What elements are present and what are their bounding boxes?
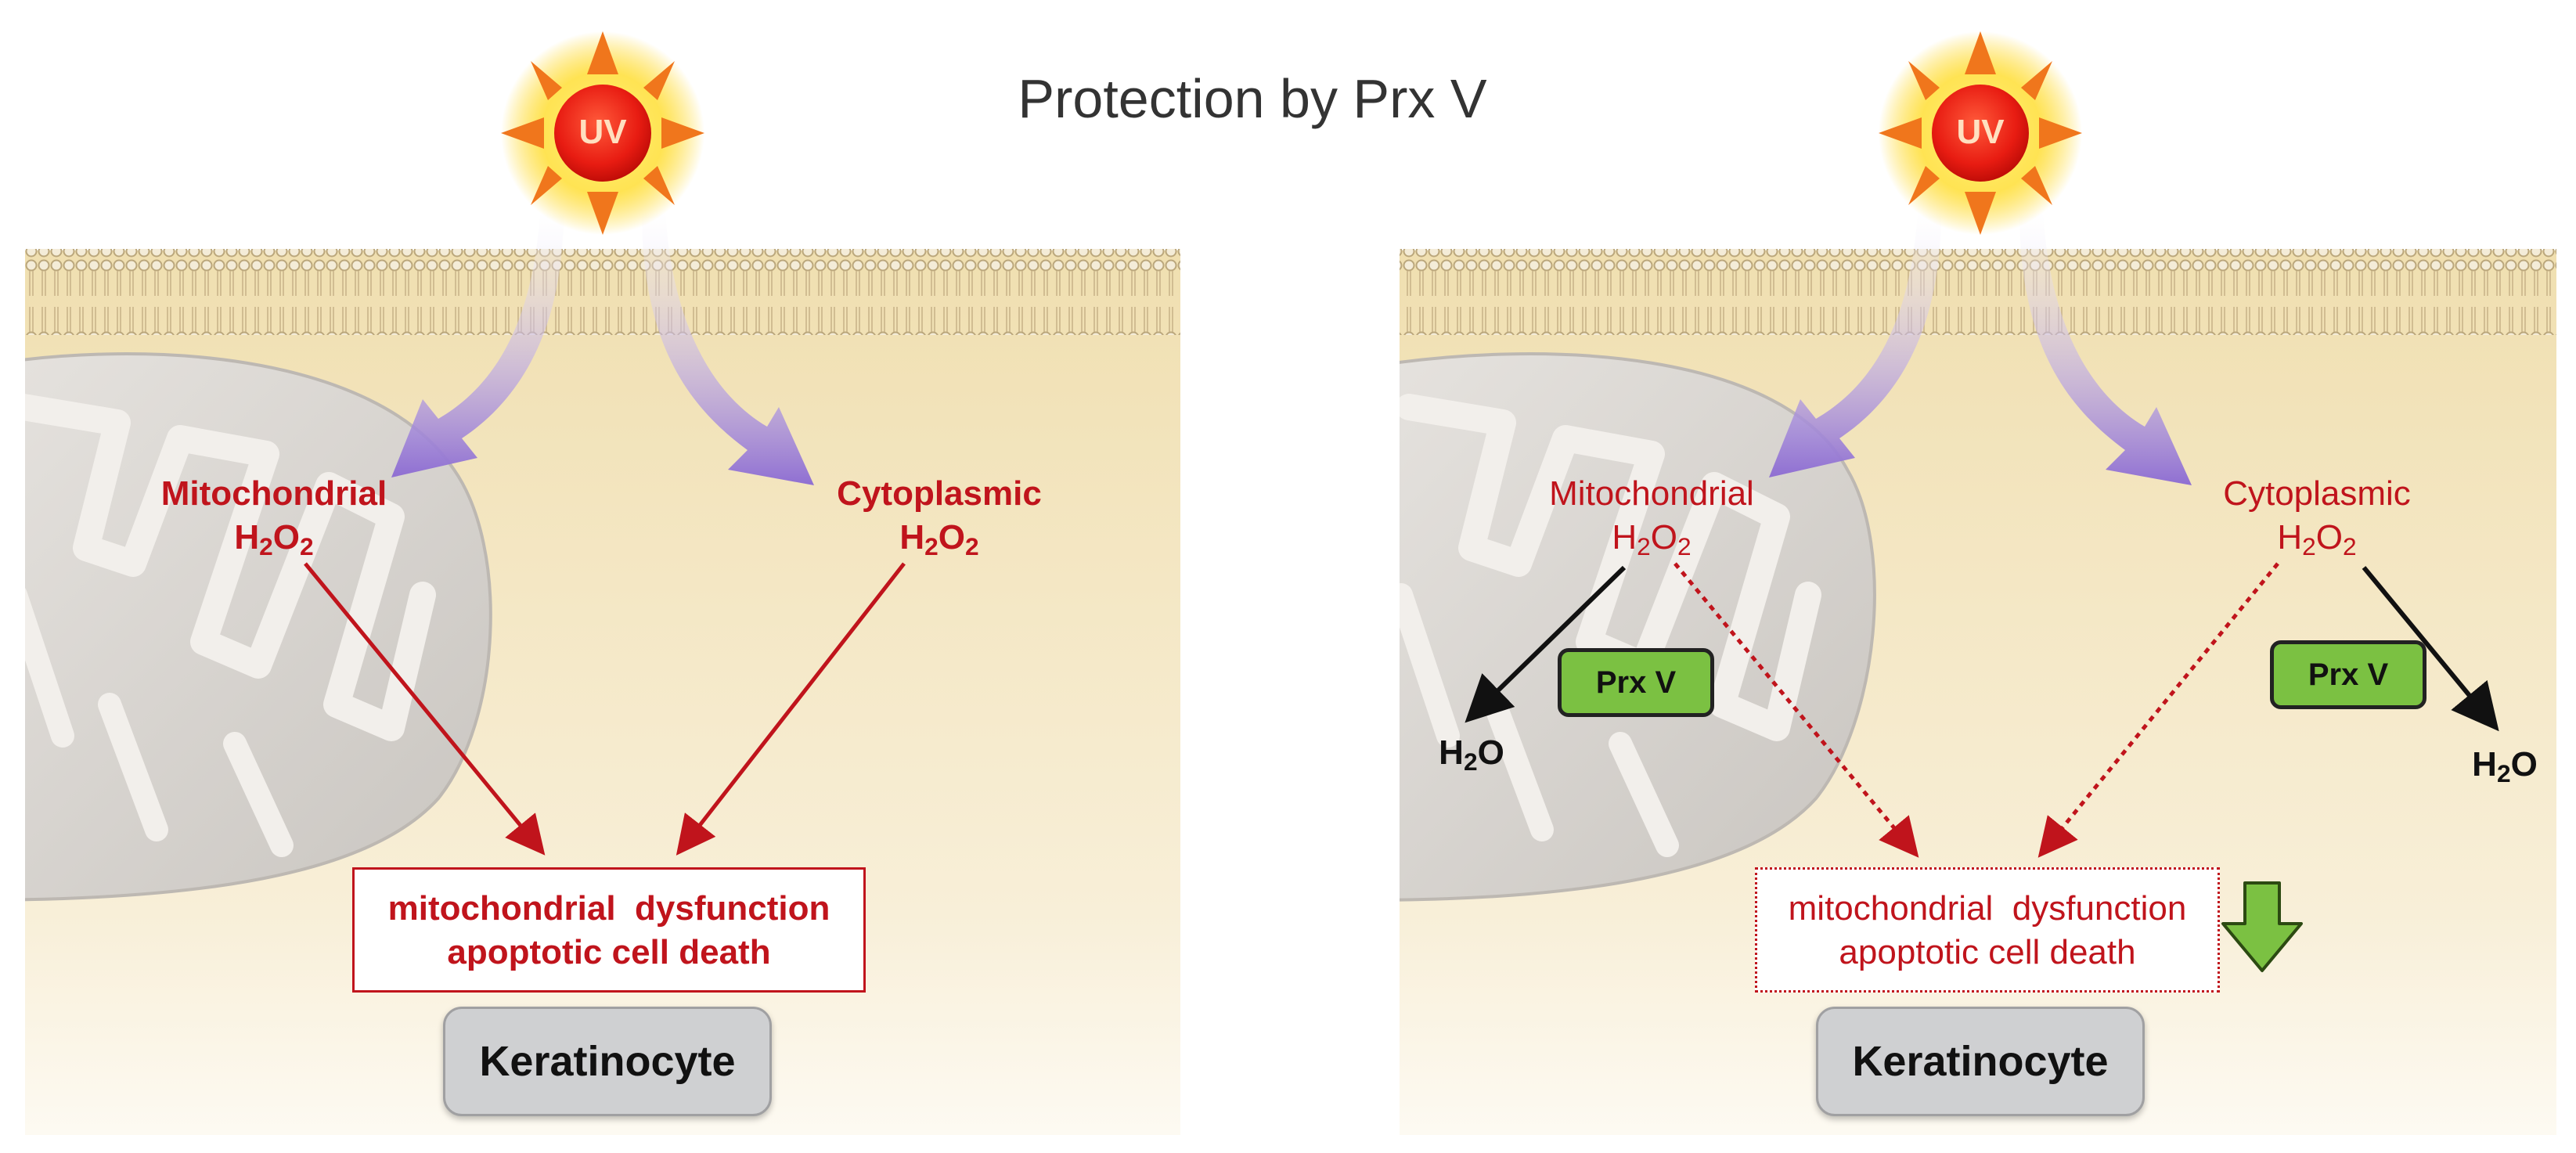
right-cyto-label: Cytoplasmic: [2223, 474, 2411, 513]
left-outcome-line2: apoptotic cell death: [447, 933, 771, 971]
left-cyto-species: H2O2: [899, 518, 979, 560]
left-mitochondrion: [25, 352, 492, 902]
left-mito-species: H2O2: [234, 518, 314, 560]
figure-title: Protection by Prx V: [1018, 68, 1487, 129]
left-mito-label: Mitochondrial: [160, 474, 387, 513]
left-uv-label: UV: [578, 113, 627, 151]
prx-v-mito-badge: Prx V: [1558, 648, 1714, 717]
decrease-arrow-icon: [2221, 881, 2303, 972]
left-cyto-label: Cytoplasmic: [837, 474, 1042, 513]
right-uv-arrow-to-cyto: [2019, 211, 2192, 485]
right-mito-label: Mitochondrial: [1549, 474, 1754, 513]
right-mitochondrion: [1400, 352, 1876, 902]
left-mito-to-outcome-arrow: [304, 562, 546, 856]
right-outcome-line2: apoptotic cell death: [1839, 933, 2136, 971]
left-outcome-line1: mitochondrial dysfunction: [387, 889, 830, 928]
right-uv-label: UV: [1956, 113, 2005, 151]
left-uv-arrow-to-mito: [391, 211, 564, 477]
right-keratinocyte-label: Keratinocyte: [1816, 1007, 2145, 1116]
right-outcome-line1: mitochondrial dysfunction: [1788, 889, 2187, 928]
left-keratinocyte-label: Keratinocyte: [443, 1007, 772, 1116]
left-uv-sun-icon: [501, 31, 704, 235]
right-mito-to-water-arrow: [1465, 565, 1627, 723]
right-cyto-to-water-arrow: [2362, 566, 2499, 732]
right-membrane: [1400, 249, 2556, 335]
left-outcome-box: mitochondrial dysfunction apoptotic cell…: [352, 867, 866, 993]
right-cyto-species: H2O2: [2277, 518, 2357, 560]
left-membrane: [25, 249, 1180, 335]
right-mito-species: H2O2: [1612, 518, 1692, 560]
right-water-product-2: H2O: [2472, 745, 2538, 787]
right-water-product-1: H2O: [1439, 733, 1504, 776]
right-uv-sun-icon: [1879, 31, 2082, 235]
left-uv-arrow-to-cyto: [642, 211, 814, 485]
right-cyto-to-outcome-arrow: [2037, 562, 2279, 858]
right-mito-to-outcome-arrow: [1673, 562, 1919, 858]
prx-v-cyto-badge: Prx V: [2270, 640, 2426, 709]
left-cyto-to-outcome-arrow: [676, 562, 906, 856]
right-outcome-box: mitochondrial dysfunction apoptotic cell…: [1755, 867, 2220, 993]
right-uv-arrow-to-mito: [1769, 211, 1941, 477]
